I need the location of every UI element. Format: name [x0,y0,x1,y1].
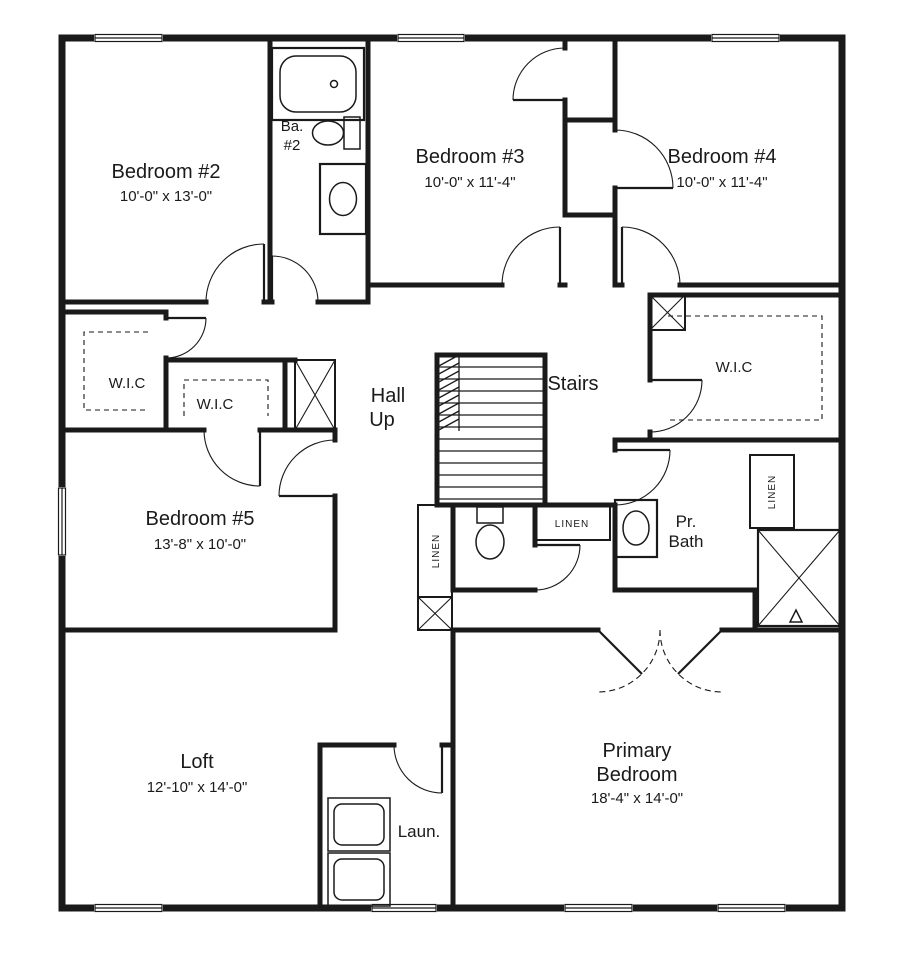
bedroom4-name-label: Bedroom #4 [668,146,777,168]
door-closet-bedroom3 [512,47,566,102]
bathtub [270,46,366,122]
stairs [436,354,543,500]
hall-label-line1: Hall [371,385,405,407]
window-bedroom2 [94,33,163,43]
door-primary-bath [614,448,671,506]
door-wic-left [165,316,207,359]
chase-box-wic-right [649,294,686,331]
door-wic-right [649,378,703,433]
door-bedroom3 [501,226,562,286]
washer [327,797,391,852]
linen-center-label: LINEN [555,519,589,530]
bedroom2-name-label: Bedroom #2 [112,161,221,183]
stair-hatch [436,354,460,432]
wic-left-label: W.I.C [109,375,146,392]
window-primary-1 [564,903,633,913]
linen-cabinet-center [534,504,611,541]
primary-dims-label: 18'-4" x 14'-0" [591,790,683,807]
loft-dims-label: 12'-10" x 14'-0" [147,779,248,796]
door-wic-mid [203,429,262,487]
bedroom4-dims-label: 10'-0" x 11'-4" [676,174,767,191]
pr-bath-label-line2: Bath [669,532,704,551]
exterior-walls [58,34,846,912]
door-bedroom2 [205,243,266,303]
sink-bath2 [318,162,368,236]
window-laundry [371,903,437,913]
loft-name-label: Loft [180,751,214,773]
toilet-bath2 [311,116,361,150]
bedroom3-dims-label: 10'-0" x 11'-4" [424,174,515,191]
window-bedroom5 [57,487,67,556]
primary-name-label-line2: Bedroom [596,764,677,786]
shelves-wic-left [83,331,148,411]
window-primary-2 [717,903,786,913]
bedroom5-dims-label: 13'-8" x 10'-0" [154,536,246,553]
wic-right-label: W.I.C [716,359,753,376]
double-door-primary [597,629,723,693]
window-bedroom4 [711,33,780,43]
door-closet-bedroom4 [614,129,674,190]
window-loft [94,903,163,913]
linen-right-label: LINEN [767,475,778,509]
chase-box-lower [417,596,453,631]
wic-mid-label: W.I.C [197,396,234,413]
chase-box-mid [294,359,336,431]
bath2-label-line2: #2 [284,137,301,154]
shelves-wic-mid [183,379,269,416]
bedroom5-name-label: Bedroom #5 [146,508,255,530]
pr-bath-label-line1: Pr. [676,512,697,531]
door-bedroom5 [278,439,336,498]
laundry-label: Laun. [398,822,441,841]
stair-treads [439,366,543,500]
bedroom3-name-label: Bedroom #3 [416,146,525,168]
door-bath2 [270,255,319,303]
hall-label-line2: Up [369,409,395,431]
dryer [327,852,391,907]
shelves-wic-right [668,315,823,421]
sink-primary-bath [613,498,659,559]
bath2-label-line1: Ba. [281,118,304,135]
primary-name-label-line1: Primary [603,740,672,762]
window-bedroom3 [397,33,465,43]
linen-left-label: LINEN [431,534,442,568]
shower [756,528,842,628]
toilet-primary-bath [475,506,505,560]
linen-cabinet-right [749,454,795,529]
bedroom2-dims-label: 10'-0" x 13'-0" [120,188,212,205]
door-bedroom4 [620,226,681,286]
stairs-label: Stairs [547,373,598,395]
door-laundry [393,744,444,794]
door-water-closet [534,543,581,591]
